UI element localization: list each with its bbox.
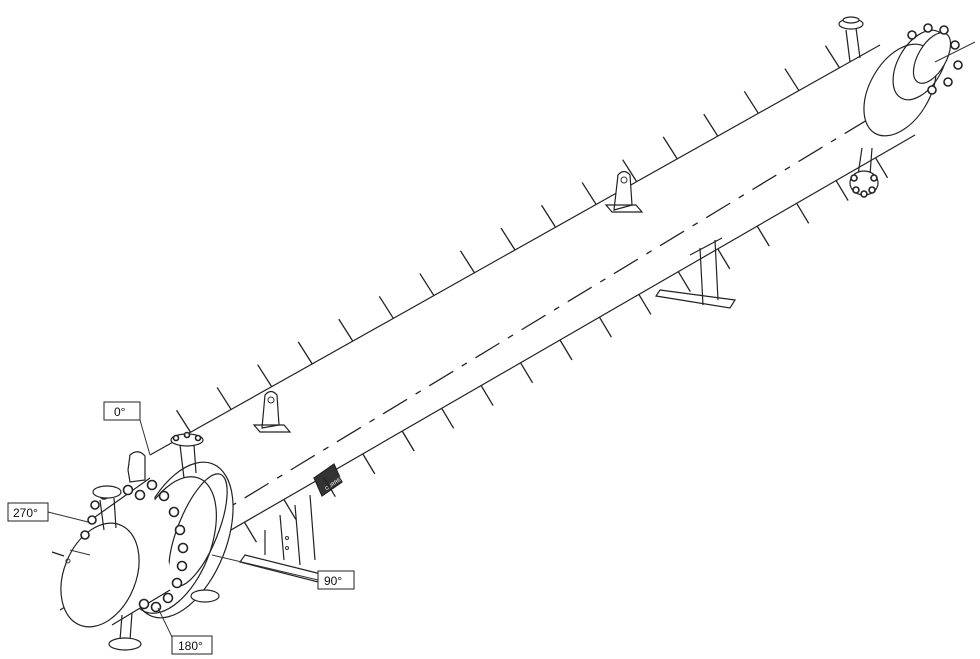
shell-tick-bottom bbox=[796, 202, 810, 224]
lifting-lug-front bbox=[127, 451, 146, 483]
angle-270-text: 270° bbox=[13, 506, 38, 520]
shell-tick-top bbox=[662, 136, 678, 160]
front-flange-bolts bbox=[122, 479, 189, 613]
shell-tick-top bbox=[784, 68, 800, 91]
nozzle-front-top bbox=[170, 431, 204, 479]
shell-tick-top bbox=[500, 227, 516, 251]
shell-tick-top bbox=[419, 273, 435, 296]
shell-tick-top bbox=[176, 409, 192, 433]
angle-0-text: 0° bbox=[114, 405, 126, 419]
lifting-lug-mid bbox=[604, 170, 644, 213]
shell-tick-top bbox=[257, 364, 273, 388]
shell-tick-top bbox=[338, 318, 354, 342]
nozzle-front-bottom bbox=[108, 612, 142, 651]
saddle-right bbox=[654, 237, 737, 309]
shell-tick-top bbox=[581, 182, 597, 205]
angle-label-90: 90° bbox=[211, 554, 355, 590]
shell-tick-bottom bbox=[756, 225, 770, 247]
angle-label-180: 180° bbox=[157, 607, 213, 655]
shell-tick-top bbox=[703, 113, 719, 137]
nozzle-flange-bottom bbox=[190, 589, 220, 603]
shell-tick-bottom bbox=[835, 180, 849, 201]
shell-tick-bottom bbox=[401, 430, 415, 452]
shell-tick-bottom bbox=[874, 157, 889, 179]
shell-tick-bottom bbox=[638, 294, 652, 315]
nameplate: CURRENT bbox=[313, 463, 348, 497]
front-head bbox=[60, 461, 234, 628]
shell-tick-bottom bbox=[243, 521, 258, 543]
angle-label-0: 0° bbox=[103, 401, 151, 456]
angle-label-270: 270° bbox=[7, 502, 89, 523]
shell-tick-bottom bbox=[441, 407, 455, 429]
shell-tick-bottom bbox=[283, 499, 297, 520]
angle-180-text: 180° bbox=[178, 639, 203, 653]
shell-tick-top bbox=[459, 250, 475, 274]
shell-tick-top bbox=[824, 45, 840, 69]
shell-tick-bottom bbox=[677, 271, 691, 293]
shell-tick-top bbox=[743, 90, 759, 114]
shell-ticks bbox=[176, 45, 889, 543]
lifting-lug-left bbox=[252, 390, 292, 433]
shell-tick-bottom bbox=[519, 362, 534, 384]
shell-tick-bottom bbox=[717, 248, 731, 270]
shell-tick-top bbox=[541, 204, 557, 228]
shell-tick-top bbox=[378, 295, 394, 319]
nozzle-bottom-right bbox=[849, 147, 879, 198]
saddle-left bbox=[239, 494, 327, 583]
rear-flange-bolts bbox=[907, 23, 963, 95]
shell-tick-top bbox=[216, 387, 232, 410]
shell-tick-top bbox=[622, 159, 638, 183]
shell-tick-bottom bbox=[322, 476, 336, 498]
nozzle-channel-top bbox=[92, 485, 122, 531]
shell-tick-bottom bbox=[559, 339, 573, 361]
shell-tick-bottom bbox=[480, 385, 494, 406]
shell-tick-bottom bbox=[598, 316, 613, 338]
shell-tick-top bbox=[297, 341, 313, 365]
rear-head bbox=[863, 23, 976, 137]
shell-tick-bottom bbox=[362, 453, 376, 475]
nozzle-top-right bbox=[838, 16, 864, 63]
angle-90-text: 90° bbox=[324, 574, 342, 588]
